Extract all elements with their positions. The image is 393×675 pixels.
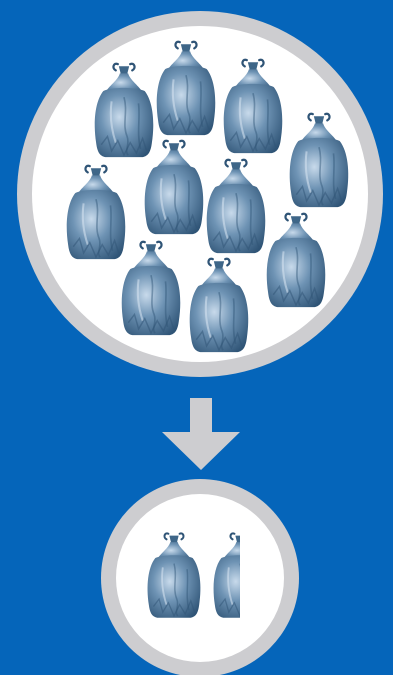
top-circle <box>17 11 383 377</box>
bottom-circle-fill <box>116 494 284 662</box>
bottom-circle <box>101 479 299 675</box>
